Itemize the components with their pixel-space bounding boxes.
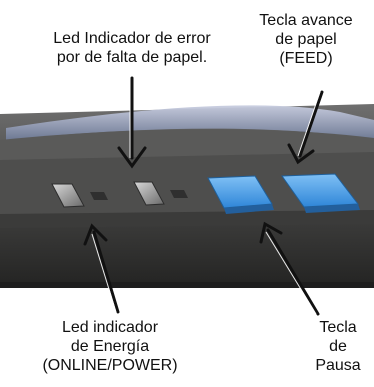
printer-window — [6, 105, 374, 140]
feed-key-label: Tecla avance de papel (FEED) — [259, 12, 353, 67]
error-led-label: Led Indicador de error por de falta de p… — [53, 30, 211, 66]
power-led-label: Led indicador de Energía (ONLINE/POWER) — [42, 319, 178, 374]
pause-key-label: Tecla de Pausa — [315, 319, 361, 374]
panel-slot — [90, 192, 108, 200]
printer-front — [0, 224, 374, 286]
panel-slot — [170, 190, 188, 198]
error-led — [133, 181, 165, 206]
control-panel-strip — [0, 152, 374, 228]
power-led — [51, 183, 85, 208]
